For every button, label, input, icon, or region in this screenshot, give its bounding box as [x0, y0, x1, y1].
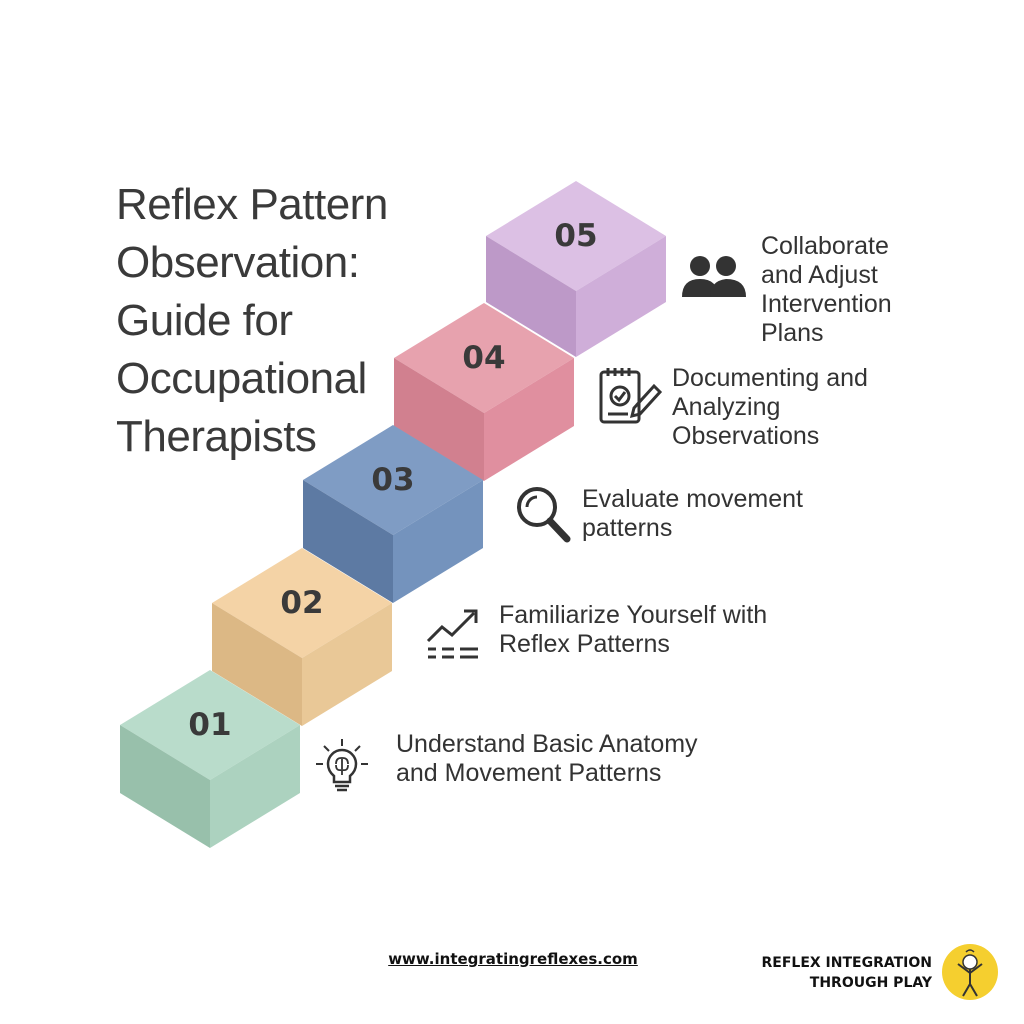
step-5-number: 05 — [554, 218, 597, 254]
magnifier-icon — [517, 487, 571, 543]
step-5-right-face — [576, 236, 666, 357]
step-5-left-face — [486, 236, 576, 357]
step-5-line-4: Plans — [761, 319, 824, 347]
step-4-number: 04 — [462, 340, 505, 376]
step-1-line-2: and Movement Patterns — [396, 759, 662, 787]
step-2-line-1: Familiarize Yourself with — [499, 601, 768, 629]
step-1-label: Understand Basic Anatomy and Movement Pa… — [396, 730, 698, 788]
step-3-line-2: patterns — [582, 514, 673, 542]
title-line-1: Reflex Pattern — [116, 180, 388, 229]
step-block-2: 02 — [212, 548, 392, 726]
step-3-left-face — [303, 480, 393, 603]
step-5-label: Collaborate and Adjust Intervention Plan… — [761, 232, 892, 348]
brain-lightbulb-icon — [316, 739, 368, 792]
step-block-1: 01 — [120, 670, 300, 848]
growth-chart-icon — [426, 609, 478, 659]
brand-logo-icon — [942, 944, 998, 1000]
step-block-4: 04 — [394, 303, 574, 481]
title-line-3: Guide for — [116, 296, 293, 345]
step-4-label: Documenting and Analyzing Observations — [672, 364, 868, 451]
step-4-line-3: Observations — [672, 422, 820, 450]
step-2-line-2: Reflex Patterns — [499, 630, 670, 658]
step-3-right-face — [393, 480, 483, 603]
brand-line-2: THROUGH PLAY — [809, 975, 932, 991]
step-1-right-face — [210, 725, 300, 848]
step-5-line-3: Intervention — [761, 290, 892, 318]
step-2-right-face — [302, 603, 392, 726]
clipboard-check-icon — [599, 368, 663, 424]
step-5-line-2: and Adjust — [761, 261, 878, 289]
team-icon — [682, 256, 746, 297]
step-3-line-1: Evaluate movement — [582, 485, 803, 513]
step-5-line-1: Collaborate — [761, 232, 889, 260]
step-1-left-face — [120, 725, 210, 848]
step-block-3: 03 — [303, 425, 483, 603]
brand-line-1: REFLEX INTEGRATION — [761, 955, 933, 971]
step-4-line-2: Analyzing — [672, 393, 781, 421]
step-4-right-face — [484, 358, 574, 481]
step-2-left-face — [212, 603, 302, 726]
step-block-5: 05 — [486, 181, 666, 357]
step-1-line-1: Understand Basic Anatomy — [396, 730, 698, 758]
website-link[interactable]: www.integratingreflexes.com — [388, 950, 638, 968]
page-title: Reflex Pattern Observation: Guide for Oc… — [116, 176, 416, 466]
step-2-number: 02 — [280, 585, 323, 621]
title-line-2: Observation: — [116, 238, 360, 287]
step-1-number: 01 — [188, 707, 231, 743]
step-4-line-1: Documenting and — [672, 364, 868, 392]
brand-name: REFLEX INTEGRATION THROUGH PLAY — [762, 953, 933, 993]
title-line-5: Therapists — [116, 412, 317, 461]
step-3-label: Evaluate movement patterns — [582, 485, 803, 543]
step-4-left-face — [394, 358, 484, 481]
title-line-4: Occupational — [116, 354, 367, 403]
step-2-label: Familiarize Yourself with Reflex Pattern… — [499, 601, 767, 659]
step-3-number: 03 — [371, 462, 414, 498]
